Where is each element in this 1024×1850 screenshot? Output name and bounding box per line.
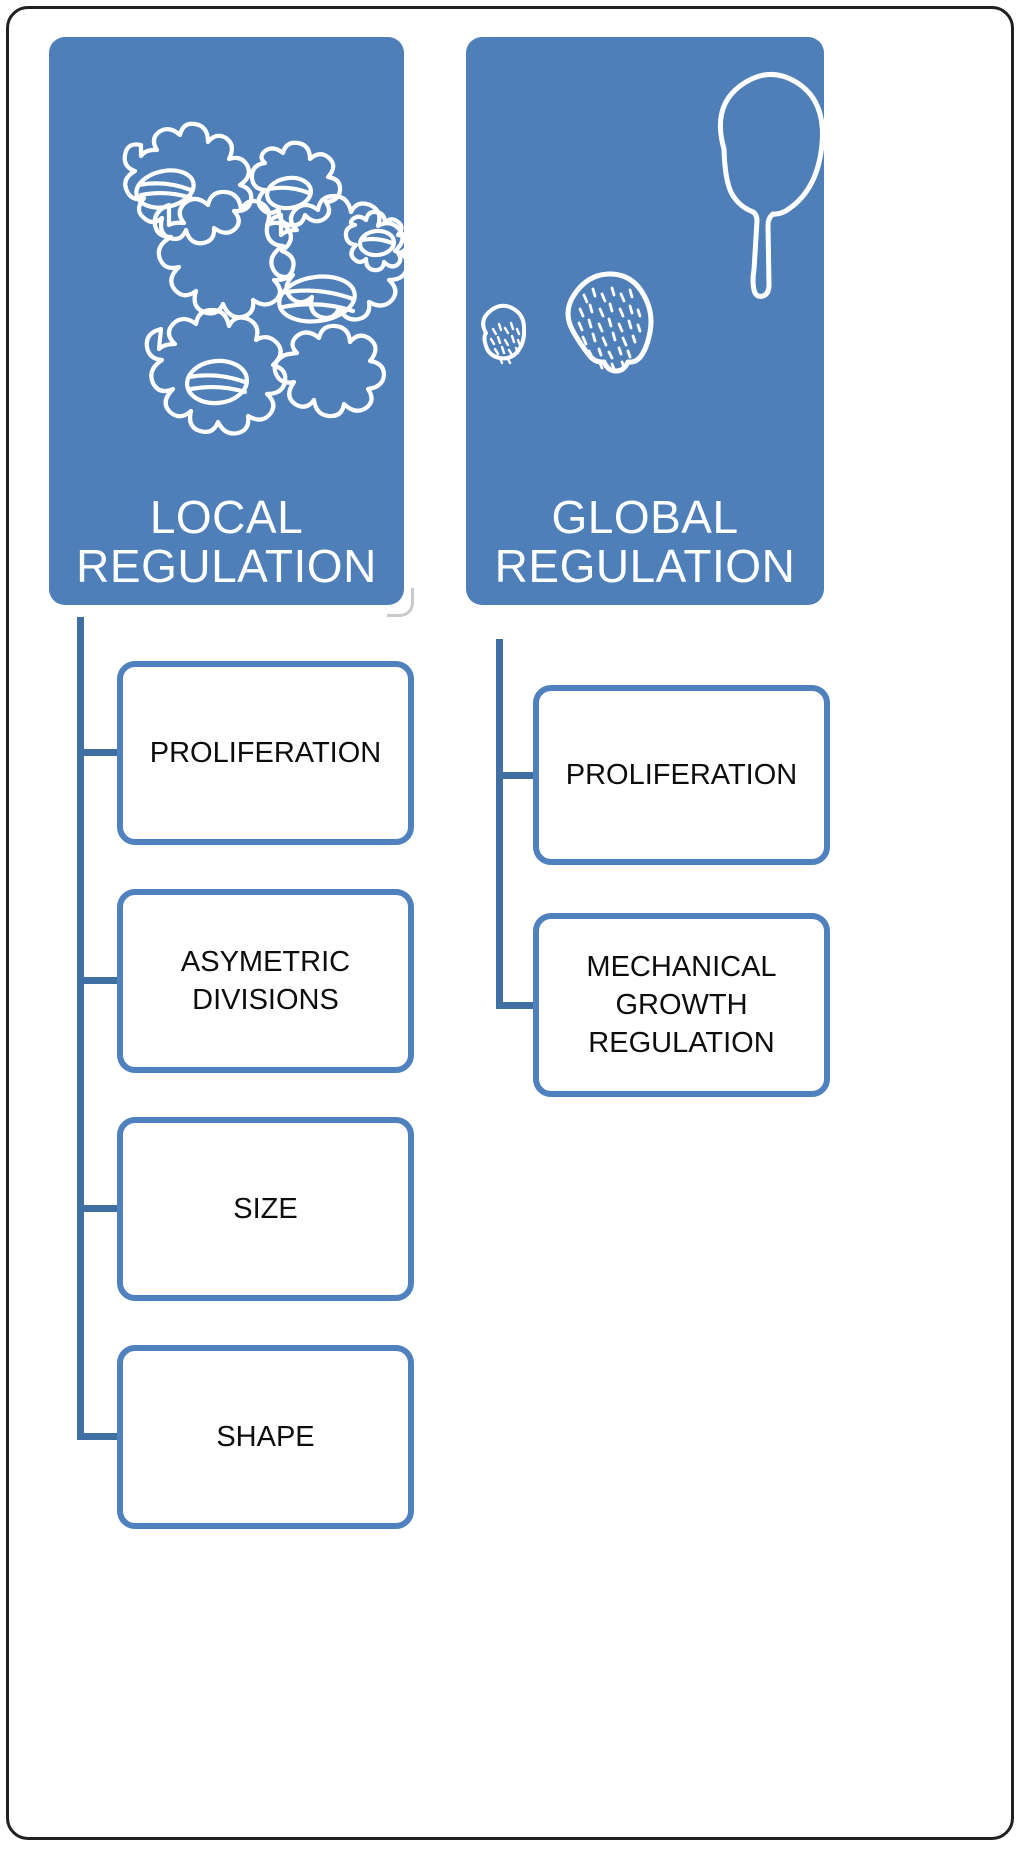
node-label: SIZE (233, 1192, 298, 1225)
pavement-cells-icon (49, 37, 404, 467)
node-local-proliferation[interactable]: PROLIFERATION (117, 661, 414, 845)
right-branch-mechanical-growth-regulation (496, 1002, 540, 1009)
node-label: SHAPE (216, 1420, 315, 1453)
left-tree-trunk (77, 617, 84, 1437)
left-branch-size (77, 1205, 123, 1212)
card-local-regulation[interactable]: LOCAL REGULATION (49, 37, 414, 617)
node-global-mechanical-growth-regulation[interactable]: MECHANICAL GROWTH REGULATION (533, 913, 830, 1097)
diagram-frame: LOCAL REGULATION (6, 6, 1014, 1840)
node-label: MECHANICAL GROWTH REGULATION (586, 950, 777, 1060)
node-label: ASYMETRIC DIVISIONS (180, 945, 351, 1016)
right-tree-trunk (496, 639, 503, 1009)
left-branch-shape (77, 1433, 123, 1440)
node-local-shape[interactable]: SHAPE (117, 1345, 414, 1529)
left-branch-proliferation (77, 749, 123, 756)
card-corner-shadow (387, 588, 414, 617)
card-local-title: LOCAL REGULATION (76, 490, 377, 592)
node-local-size[interactable]: SIZE (117, 1117, 414, 1301)
left-branch-asymetric-divisions (77, 977, 123, 984)
node-label: PROLIFERATION (565, 758, 798, 791)
node-global-proliferation[interactable]: PROLIFERATION (533, 685, 830, 865)
leaf-primordia-icon (466, 37, 824, 467)
node-local-asymetric-divisions[interactable]: ASYMETRIC DIVISIONS (117, 889, 414, 1073)
right-branch-proliferation (496, 772, 540, 779)
card-global-title: GLOBAL REGULATION (494, 490, 796, 592)
node-label: PROLIFERATION (149, 736, 382, 769)
card-global-regulation[interactable]: GLOBAL REGULATION (466, 37, 824, 605)
